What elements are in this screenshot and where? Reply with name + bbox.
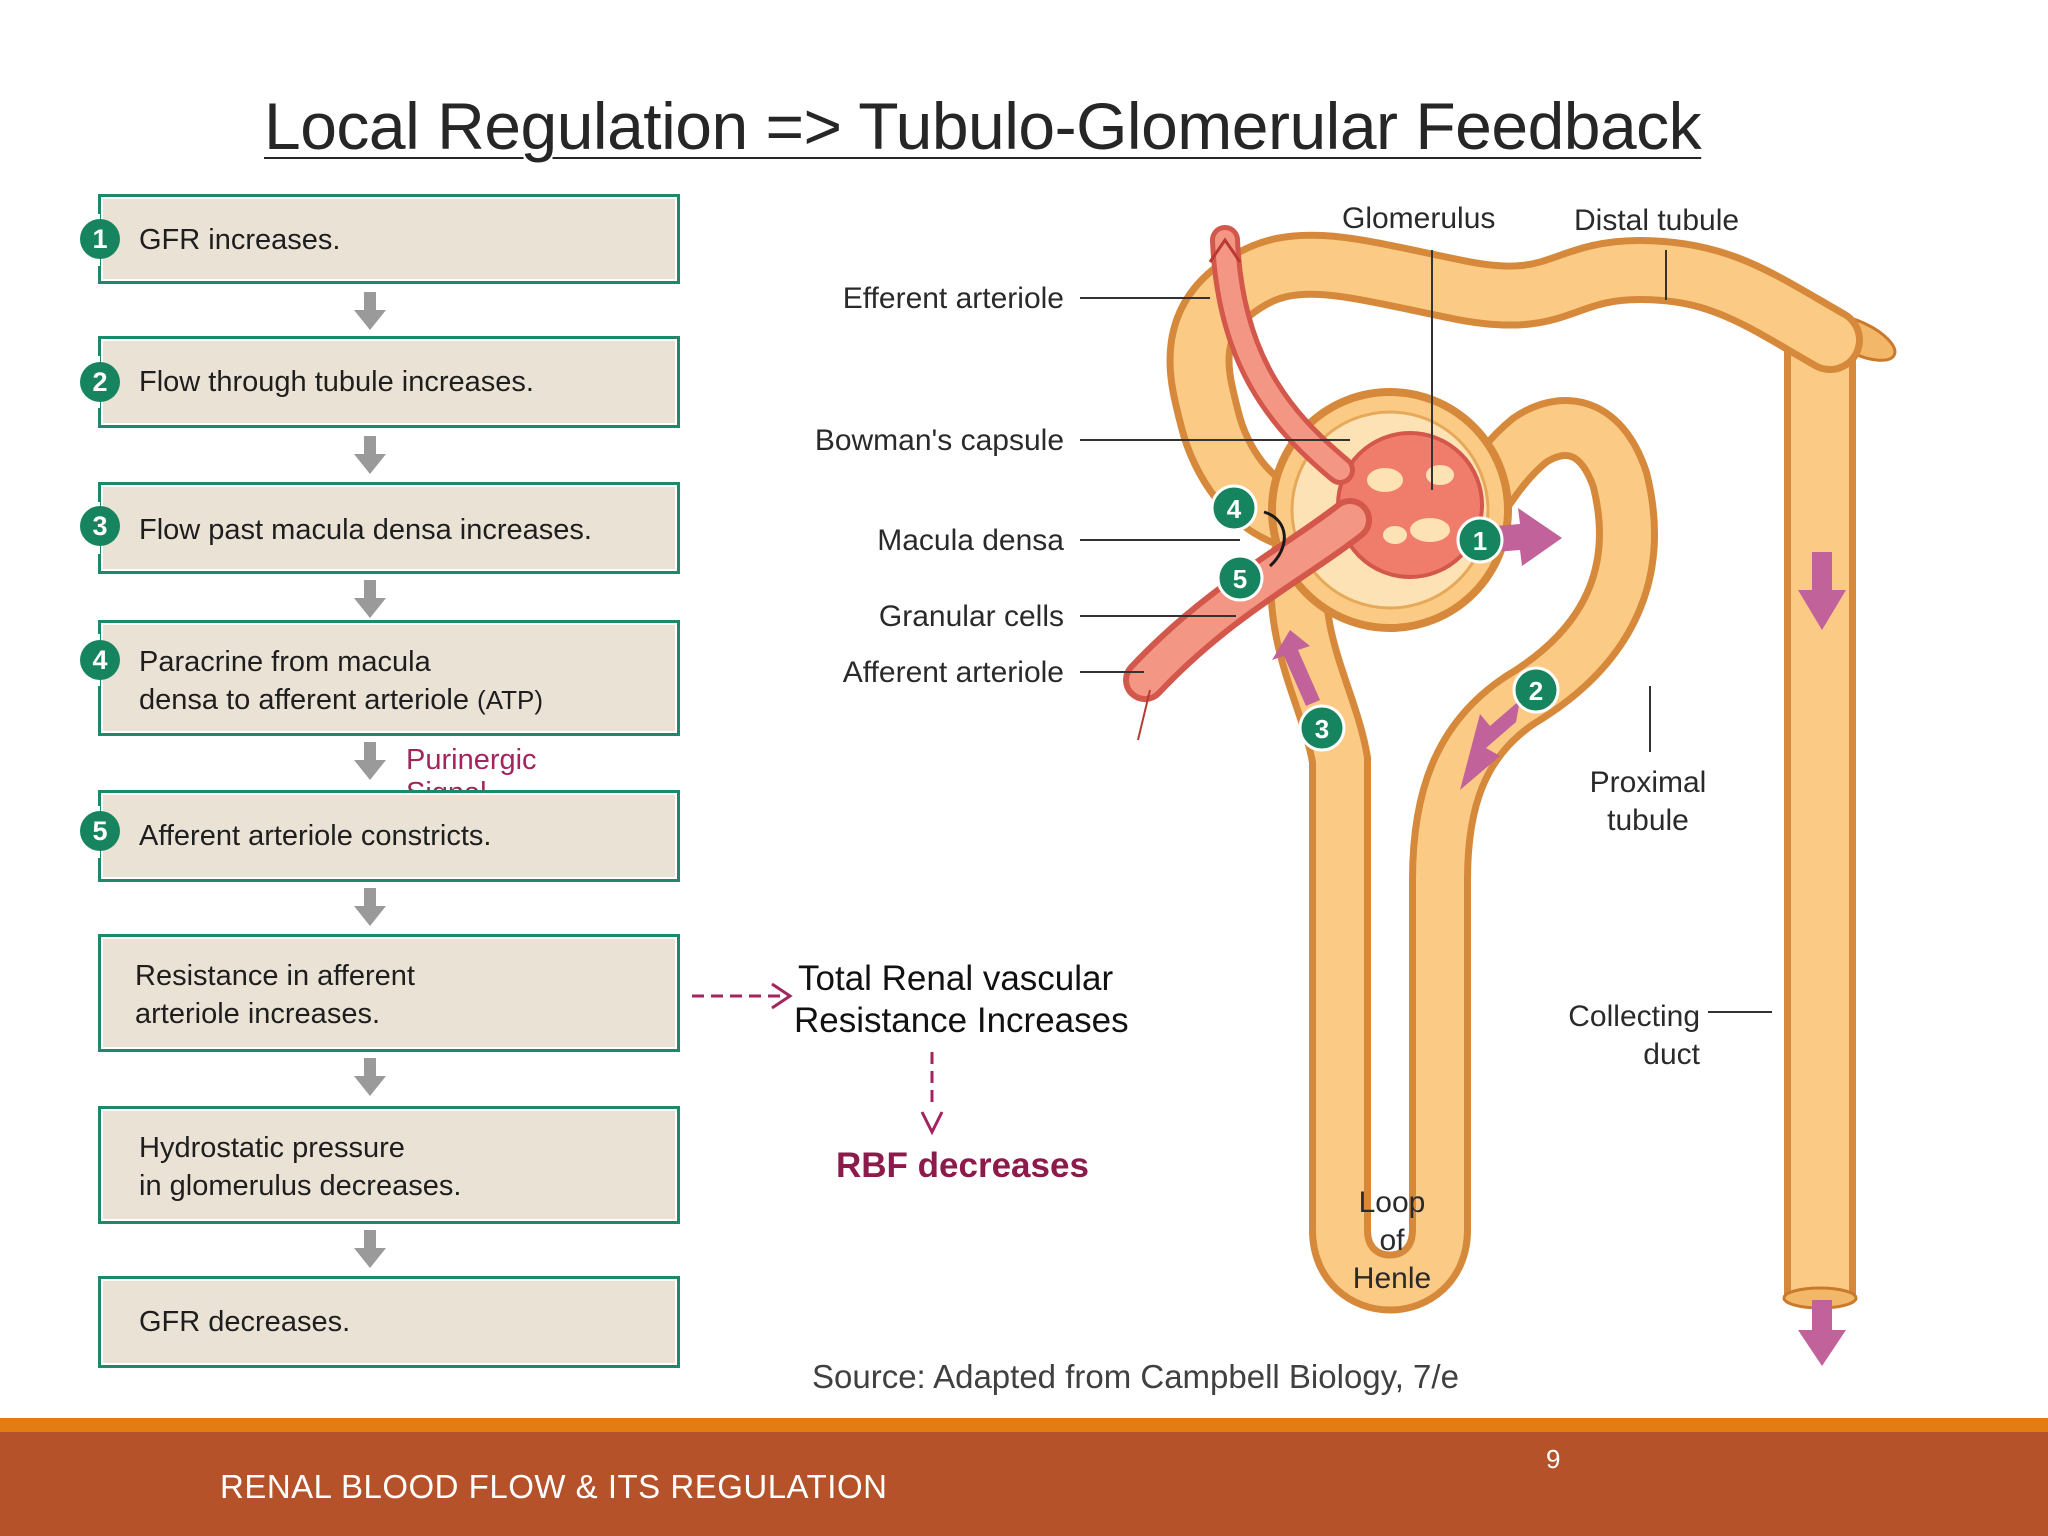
down-arrow-icon bbox=[354, 292, 386, 330]
footer-stripe bbox=[0, 1418, 2048, 1432]
label-proximal-2: tubule bbox=[1607, 804, 1689, 837]
flow-step-text: Resistance in afferent arteriole increas… bbox=[135, 960, 415, 1030]
flow-step-text: Hydrostatic pressure in glomerulus decre… bbox=[139, 1132, 462, 1202]
footer-bar bbox=[0, 1432, 2048, 1536]
down-flow-arrow-icon bbox=[1798, 552, 1846, 630]
rbf-decreases-label: RBF decreases bbox=[836, 1146, 1089, 1185]
flow-arrows bbox=[1272, 508, 1846, 1366]
flow-step-text: GFR increases. bbox=[139, 224, 341, 256]
flow-arrow-3-icon bbox=[1272, 630, 1320, 706]
label-afferent-arteriole: Afferent arteriole bbox=[843, 656, 1064, 689]
footer-title: RENAL BLOOD FLOW & ITS REGULATION bbox=[220, 1468, 888, 1505]
flow-step-text: GFR decreases. bbox=[139, 1306, 351, 1338]
atp-label: (ATP) bbox=[477, 685, 543, 715]
collecting-duct bbox=[1782, 314, 1897, 1310]
marker-4: 4 bbox=[1227, 494, 1242, 524]
label-collecting-2: duct bbox=[1643, 1038, 1700, 1071]
label-bowmans-capsule: Bowman's capsule bbox=[815, 424, 1064, 457]
flow-step-8: GFR decreases. bbox=[98, 1276, 680, 1368]
distal-tubule bbox=[1166, 231, 1863, 553]
down-arrow-icon bbox=[354, 888, 386, 926]
flow-step-text: Paracrine from macula densa to afferent … bbox=[139, 643, 543, 719]
slide-title: Local Regulation => Tubulo-Glomerular Fe… bbox=[264, 89, 1702, 163]
flow-step-1: GFR increases. bbox=[98, 194, 680, 284]
flow-step-3: Flow past macula densa increases. bbox=[98, 482, 680, 574]
resistance-line-2: Resistance Increases bbox=[794, 1001, 1129, 1040]
marker-5: 5 bbox=[1233, 564, 1247, 594]
label-loop-3: Henle bbox=[1353, 1262, 1431, 1295]
label-glomerulus: Glomerulus bbox=[1342, 202, 1495, 235]
flow-step-text: Flow through tubule increases. bbox=[139, 366, 534, 398]
page-number: 9 bbox=[1546, 1444, 1561, 1474]
step-number-badge: 5 bbox=[80, 811, 120, 851]
flow-step-text: Afferent arteriole constricts. bbox=[139, 820, 492, 852]
marker-2: 2 bbox=[1529, 676, 1543, 706]
exit-flow-arrow-icon bbox=[1798, 1300, 1846, 1366]
flow-step-5: Afferent arteriole constricts. bbox=[98, 790, 680, 882]
flow-step-2: Flow through tubule increases. bbox=[98, 336, 680, 428]
efferent-arteriole bbox=[1208, 225, 1355, 485]
down-arrow-icon bbox=[354, 1230, 386, 1268]
marker-1: 1 bbox=[1473, 526, 1487, 556]
flow-step-4: Paracrine from macula densa to afferent … bbox=[98, 620, 680, 736]
marker-3: 3 bbox=[1315, 714, 1329, 744]
step-number-badge: 3 bbox=[80, 506, 120, 546]
step-number-badge: 4 bbox=[80, 640, 120, 680]
loop-of-henle bbox=[1267, 397, 1658, 1314]
down-arrow-icon bbox=[354, 580, 386, 618]
label-proximal-1: Proximal bbox=[1590, 766, 1707, 799]
label-macula-densa: Macula densa bbox=[877, 524, 1064, 557]
down-arrow-icon bbox=[354, 1058, 386, 1096]
label-efferent-arteriole: Efferent arteriole bbox=[843, 282, 1064, 315]
feedback-arrow-icon bbox=[1263, 510, 1286, 568]
step-number-badge: 2 bbox=[80, 362, 120, 402]
down-arrow-icon bbox=[354, 742, 386, 780]
label-granular-cells: Granular cells bbox=[879, 600, 1064, 633]
flow-arrow-2-icon bbox=[1460, 700, 1520, 790]
resistance-line-1: Total Renal vascular bbox=[798, 959, 1114, 998]
nephron-diagram: 4 5 1 2 3 Glomerulus Distal tubule Effer… bbox=[815, 202, 1897, 1366]
down-arrow-icon bbox=[354, 436, 386, 474]
label-loop-2: of bbox=[1379, 1224, 1405, 1257]
flow-step-text: Flow past macula densa increases. bbox=[139, 514, 592, 546]
label-collecting-1: Collecting bbox=[1568, 1000, 1700, 1033]
flow-step-text-main: Paracrine from macula densa to afferent … bbox=[139, 646, 469, 716]
leader-lines bbox=[1080, 250, 1772, 1013]
flow-step-6: Resistance in afferent arteriole increas… bbox=[98, 934, 680, 1052]
flow-step-7: Hydrostatic pressure in glomerulus decre… bbox=[98, 1106, 680, 1224]
step-number-badge: 1 bbox=[80, 219, 120, 259]
label-distal-tubule: Distal tubule bbox=[1574, 204, 1739, 237]
source-citation: Source: Adapted from Campbell Biology, 7… bbox=[812, 1358, 1459, 1395]
label-loop-1: Loop bbox=[1359, 1186, 1426, 1219]
diagram-markers: 4 5 1 2 3 bbox=[1210, 484, 1560, 752]
